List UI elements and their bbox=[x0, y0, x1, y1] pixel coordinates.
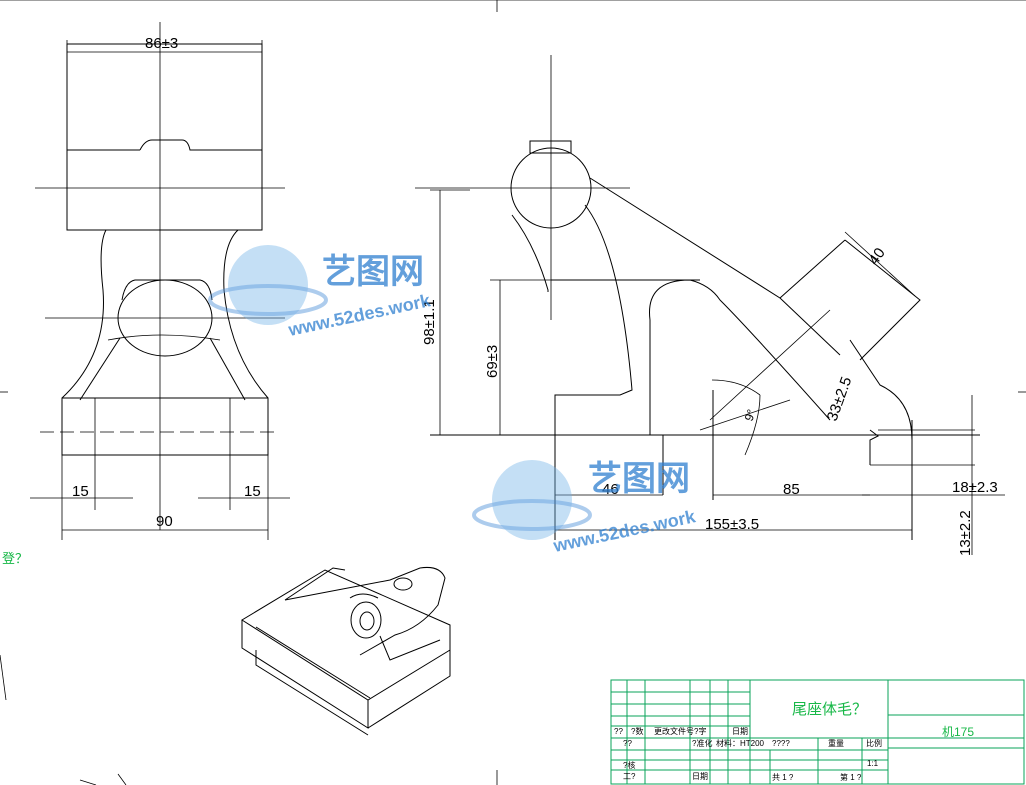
dim-front-left-offset: 15 bbox=[72, 483, 89, 500]
title-drawing-no: 机175 bbox=[942, 725, 974, 739]
watermark-1-url: www.52des.work bbox=[286, 290, 433, 340]
dim-arm-width: 40 bbox=[865, 245, 888, 268]
dim-front-width-bottom: 90 bbox=[156, 513, 173, 530]
tb-standardize: ?准化 bbox=[692, 738, 712, 748]
tb-date: 日期 bbox=[692, 772, 708, 781]
tb-sheet-no: 第 1 ? bbox=[840, 772, 862, 782]
front-view bbox=[30, 22, 290, 540]
watermark-2 bbox=[472, 460, 592, 540]
tb-designer: ?? bbox=[623, 739, 632, 748]
dim-len-total: 155±3.5 bbox=[705, 516, 759, 533]
dim-height-right-bottom: 13±2.2 bbox=[957, 510, 974, 556]
tb-header-3: 更改文件号 bbox=[654, 726, 694, 736]
watermark-2-title: 艺图网 bbox=[588, 460, 690, 498]
dim-arm-hole: 33±2.5 bbox=[824, 375, 856, 424]
title-block-grid bbox=[610, 679, 1025, 785]
tb-header-4: ?字 bbox=[694, 726, 706, 736]
tb-header-2: ?数 bbox=[631, 726, 643, 736]
dim-side-height-bore: 69±3 bbox=[484, 345, 501, 378]
watermark-2-url: www.52des.work bbox=[551, 506, 698, 556]
tb-total-sheets: 共 1 ? bbox=[772, 773, 794, 782]
side-note: 登？ bbox=[2, 551, 28, 566]
dim-angle: 9° bbox=[742, 407, 759, 423]
watermark-1 bbox=[208, 245, 328, 325]
tb-process: 工? bbox=[623, 772, 636, 781]
tb-scale: 比例 bbox=[866, 738, 882, 748]
dim-height-right: 18±2.3 bbox=[952, 479, 998, 496]
tb-scale-value: 1:1 bbox=[867, 759, 879, 768]
dim-len-85: 85 bbox=[783, 481, 800, 498]
tb-stage: ???? bbox=[772, 739, 790, 748]
tb-material: 材料：HT200 bbox=[716, 738, 765, 748]
side-view bbox=[415, 55, 1005, 555]
dim-side-height-total: 98±1.1 bbox=[421, 299, 438, 345]
tb-review: ?核 bbox=[623, 760, 635, 770]
title-part-name: 尾座体毛？ bbox=[792, 701, 867, 718]
watermark-1-title: 艺图网 bbox=[322, 253, 424, 291]
dim-front-right-offset: 15 bbox=[244, 483, 261, 500]
tb-header-1: ?? bbox=[614, 727, 623, 736]
dim-front-width-top: 86±3 bbox=[145, 35, 178, 52]
tb-header-5: 日期 bbox=[732, 727, 748, 736]
tb-weight: 重量 bbox=[828, 738, 844, 748]
isometric-view bbox=[241, 567, 451, 736]
dim-len-46: 46 bbox=[602, 481, 619, 498]
